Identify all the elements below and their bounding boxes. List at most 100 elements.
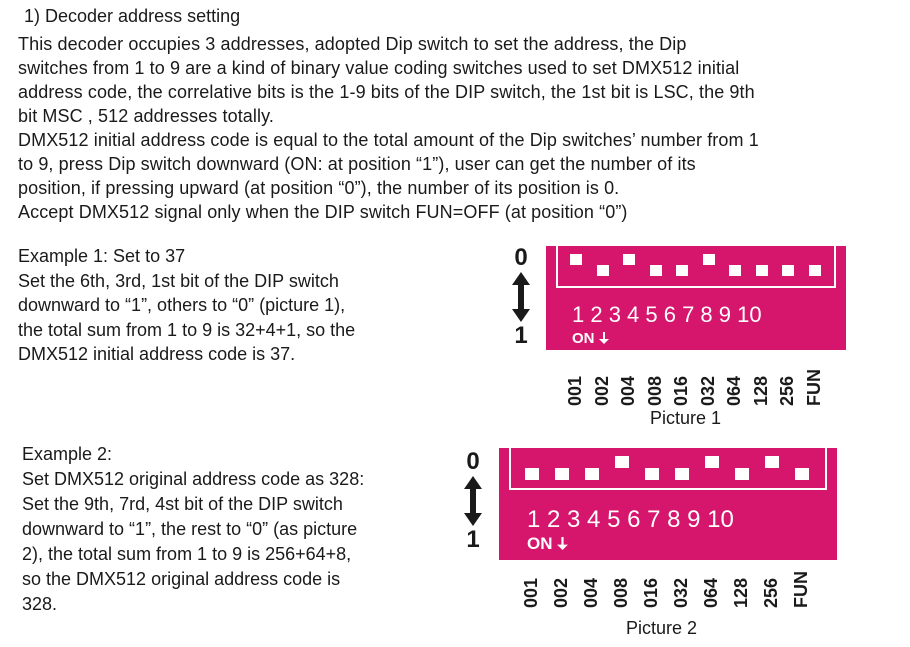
switch-slot-7: [705, 456, 719, 480]
bit-value-label: 004: [581, 577, 601, 608]
example-1-line: Set the 6th, 3rd, 1st bit of the DIP swi…: [18, 270, 339, 291]
intro-line: DMX512 initial address code is equal to …: [18, 130, 759, 150]
example-2-line: 2), the total sum from 1 to 9 is 256+64+…: [22, 544, 352, 564]
up-down-arrow-icon: [464, 476, 482, 526]
example-2-line: 328.: [22, 594, 58, 614]
switch-slot-1: [570, 254, 582, 276]
switch-knob-1: [570, 265, 582, 276]
bit-value-label: FUN: [803, 369, 824, 406]
bit-value-label: 032: [697, 375, 718, 406]
example-2-line: Set DMX512 original address code as 328:: [22, 469, 365, 489]
intro-line: to 9, press Dip switch downward (ON: at …: [18, 154, 696, 174]
bit-value-label: 064: [701, 577, 721, 608]
switch-knob-4: [615, 468, 629, 480]
on-label-text: ON: [572, 330, 595, 347]
switch-knob-5: [676, 254, 688, 265]
switch-knob-6: [675, 456, 689, 468]
intro-line: bit MSC , 512 addresses totally.: [18, 106, 274, 126]
switch-slot-2: [596, 254, 609, 276]
example-1-text: Example 1: Set to 37 Set the 6th, 3rd, 1…: [18, 244, 355, 367]
switch-knob-8: [755, 254, 768, 265]
switch-slot-4: [649, 254, 662, 276]
switch-slot-8: [755, 254, 768, 276]
on-label-text: ON: [527, 534, 553, 553]
position-0-label: 0: [514, 244, 528, 271]
bit-value-label: FUN: [791, 571, 811, 608]
switch-knob-4: [649, 254, 662, 265]
switch-knob-6: [702, 265, 715, 276]
down-arrow-icon: [598, 332, 609, 344]
bit-value-label: 008: [644, 375, 665, 406]
switch-numbers: 1 2 3 4 5 6 7 8 9 10: [527, 506, 734, 533]
picture-2-caption: Picture 2: [626, 618, 698, 638]
switch-knob-3: [585, 456, 599, 468]
bit-value-label: 128: [731, 577, 751, 608]
switch-slot-7: [729, 254, 741, 276]
switch-slot-9: [782, 254, 794, 276]
down-arrow-icon: [557, 537, 569, 550]
switch-slot-6: [675, 456, 689, 480]
switch-numbers: 1 2 3 4 5 6 7 8 9 10: [572, 302, 762, 327]
on-label: ON: [527, 534, 569, 554]
switch-slot-5: [676, 254, 688, 276]
example-2-line: Set the 9th, 7rd, 4st bit of the DIP swi…: [22, 494, 343, 514]
position-0-label: 0: [466, 448, 480, 475]
position-1-label: 1: [514, 322, 528, 349]
switch-knob-5: [645, 456, 659, 468]
on-label: ON: [572, 330, 609, 347]
example-1-line: the total sum from 1 to 9 is 32+4+1, so …: [18, 319, 356, 340]
intro-line: position, if pressing upward (at positio…: [18, 178, 620, 198]
example-2-line: downward to “1”, the rest to “0” (as pic…: [22, 519, 358, 539]
switch-knob-10: [795, 456, 809, 468]
switch-knob-10: [808, 254, 821, 265]
bit-value-label: 001: [565, 375, 585, 406]
intro-line: This decoder occupies 3 addresses, adopt…: [18, 34, 687, 54]
bit-value-label: 016: [641, 577, 661, 608]
position-indicator-1: 0 1: [508, 246, 534, 348]
switch-slot-6: [702, 254, 715, 276]
switch-frame: [509, 448, 827, 490]
example-2-line: Example 2:: [22, 444, 113, 464]
intro-line: address code, the correlative bits is th…: [18, 82, 755, 102]
example-1-line: Example 1: Set to 37: [18, 246, 186, 266]
example-2-line: so the DMX512 original address code is: [22, 569, 341, 589]
switch-knob-2: [596, 254, 609, 265]
bit-value-label: 002: [591, 375, 612, 406]
switch-frame: [556, 246, 836, 288]
switch-slot-9: [765, 456, 779, 480]
switch-slot-5: [645, 456, 659, 480]
picture-1-caption: Picture 1: [650, 408, 722, 428]
switch-knob-1: [525, 456, 539, 468]
switch-knob-8: [735, 456, 749, 468]
bit-value-label: 008: [611, 577, 631, 608]
bit-value-label: 128: [750, 375, 771, 406]
intro-line: switches from 1 to 9 are a kind of binar…: [18, 58, 740, 78]
example-2-text: Example 2: Set DMX512 original address c…: [22, 442, 364, 617]
bit-value-label: 256: [761, 577, 781, 608]
bit-value-label: 256: [777, 375, 797, 406]
bit-value-label: 064: [724, 375, 744, 406]
intro-line: Accept DMX512 signal only when the DIP s…: [18, 202, 628, 222]
switch-slot-2: [555, 456, 569, 480]
switch-slot-3: [585, 456, 599, 480]
switch-knob-3: [623, 265, 635, 276]
switch-slot-8: [735, 456, 749, 480]
switch-slot-10: [795, 456, 809, 480]
switch-knob-7: [729, 254, 741, 265]
section-heading: 1) Decoder address setting: [24, 6, 241, 26]
dip-switch-1: 1 2 3 4 5 6 7 8 9 10 ON: [546, 246, 846, 350]
bit-value-label: 001: [521, 577, 541, 608]
example-1-line: downward to “1”, others to “0” (picture …: [18, 295, 346, 315]
intro-paragraph: This decoder occupies 3 addresses, adopt…: [18, 32, 903, 224]
switch-slot-1: [525, 456, 539, 480]
switch-knob-9: [765, 468, 779, 480]
switch-knob-9: [782, 254, 794, 265]
example-1-line: DMX512 initial address code is 37.: [18, 344, 296, 364]
bit-value-label: 002: [551, 577, 571, 608]
dip-switch-2: 1 2 3 4 5 6 7 8 9 10 ON: [499, 448, 837, 560]
bit-value-label: 016: [671, 375, 691, 406]
up-down-arrow-icon: [512, 272, 530, 322]
switch-knob-7: [705, 468, 719, 480]
